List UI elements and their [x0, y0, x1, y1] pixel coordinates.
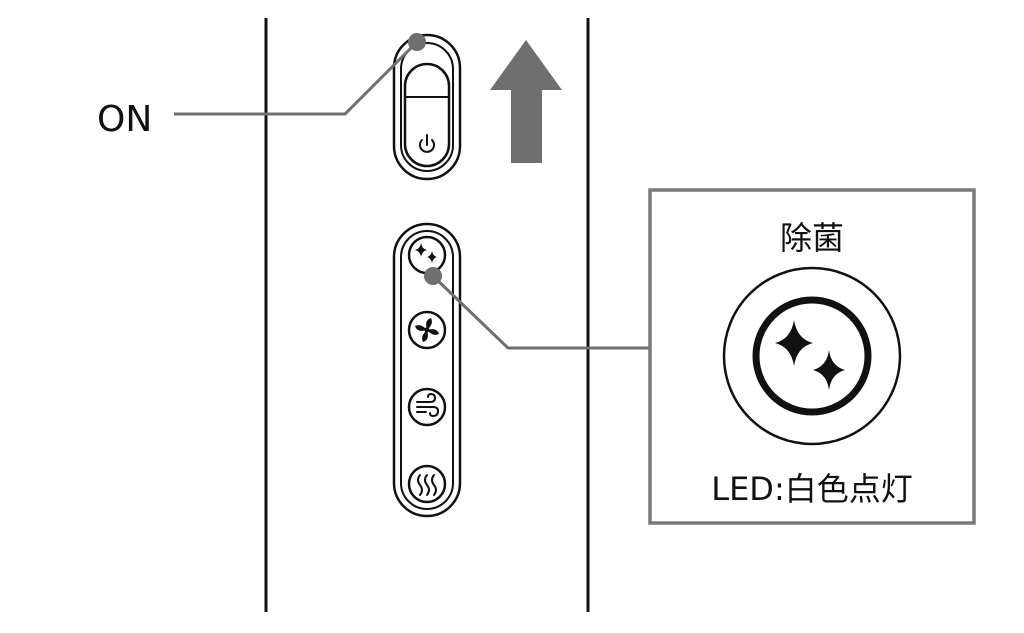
- power-switch[interactable]: [392, 33, 462, 181]
- sterilize-leader-line: [431, 274, 650, 350]
- wind-button[interactable]: [407, 387, 447, 427]
- heat-button[interactable]: [407, 464, 447, 504]
- on-leader-dot: [408, 33, 426, 51]
- wind-icon: [416, 392, 440, 418]
- on-leader-line: [174, 40, 419, 116]
- sparkle-icon-large: [775, 320, 845, 390]
- fan-icon: [415, 318, 439, 342]
- power-icon: [419, 134, 435, 153]
- detail-callout-box: 除菌 LED:白色点灯: [648, 188, 976, 525]
- detail-caption: LED:白色点灯: [711, 470, 912, 508]
- sterilize-button[interactable]: [407, 235, 447, 275]
- on-label: ON: [97, 99, 152, 140]
- sterilize-leader-dot: [424, 267, 442, 285]
- sparkle-icon: [415, 243, 437, 263]
- fan-button[interactable]: [407, 310, 447, 350]
- heat-waves-icon: [417, 474, 437, 496]
- up-arrow-icon: [490, 40, 562, 163]
- button-panel: [392, 222, 462, 518]
- detail-title: 除菌: [780, 219, 844, 257]
